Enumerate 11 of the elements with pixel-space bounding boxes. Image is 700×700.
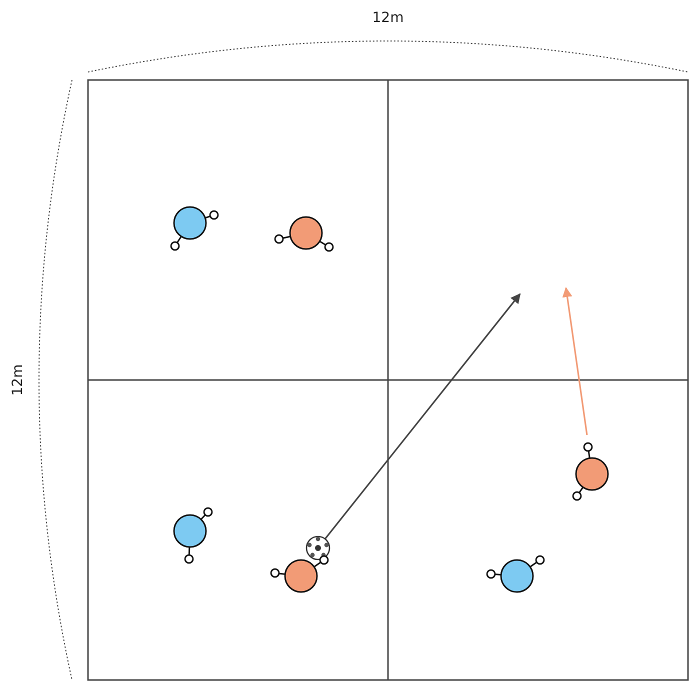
dimension-label: 12m [10, 364, 26, 396]
player-marker [572, 442, 609, 501]
arrow [324, 293, 521, 540]
player-marker [173, 507, 213, 564]
player-marker [274, 216, 334, 252]
player-marker [170, 206, 219, 251]
player-marker [270, 555, 329, 593]
arrow [562, 287, 588, 436]
dimension-label: 12m [372, 10, 404, 26]
soccer-ball-icon [305, 535, 331, 561]
player-marker [486, 555, 545, 593]
